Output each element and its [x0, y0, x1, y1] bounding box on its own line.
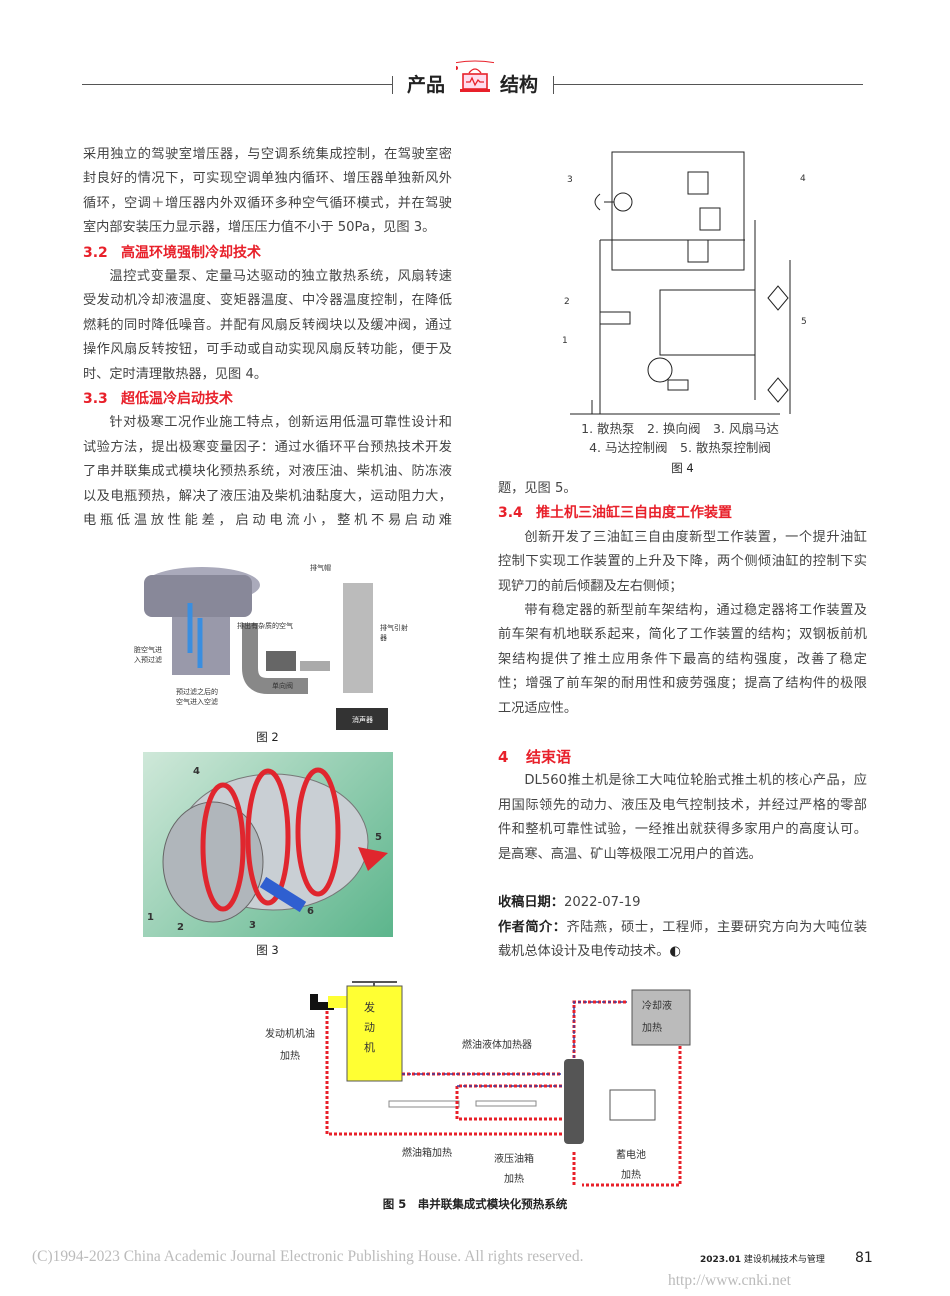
value: 齐陆燕，硕士，工程师，主要研究方向为大吨位装载机总体设计及电传动技术。 [498, 919, 868, 959]
callout-number: 1 [562, 336, 568, 346]
battery-heating-label: 蓄电池加热 [616, 1146, 646, 1186]
figure-2-caption: 图 2 [256, 730, 279, 744]
section-title: 超低温冷启动技术 [121, 391, 233, 408]
header-rule-right [553, 84, 863, 85]
figure-4-legend-line-2: 4. 马达控制阀 5. 散热泵控制阀 [589, 440, 771, 455]
section-title: 高温环境强制冷却技术 [121, 244, 261, 261]
left-column: 采用独立的驾驶室增压器，与空调系统集成控制，在驾驶室密封良好的情况下，可实现空调… [83, 143, 452, 534]
value: 2022-07-19 [563, 895, 641, 911]
label: 排气引射器 [380, 624, 408, 642]
label-line: 液压油箱 [494, 1154, 534, 1165]
figure-5-caption: 图 5 串并联集成式模块化预热系统 [382, 1197, 568, 1211]
paragraph: 采用独立的驾驶室增压器，与空调系统集成控制，在驾驶室密封良好的情况下，可实现空调… [83, 147, 452, 236]
section-number: 3.2 [83, 244, 108, 261]
label-line: 加热 [642, 1023, 662, 1034]
callout-number: 2 [177, 922, 184, 933]
callout-number: 4 [800, 174, 806, 184]
header-tick [553, 76, 554, 94]
label-line: 加热 [621, 1170, 641, 1181]
header-rule-left [82, 84, 392, 85]
figure-4-legend-line-1: 1. 散热泵 2. 换向阀 3. 风扇马达 [581, 421, 779, 436]
label: 排出有杂质的空气 [237, 622, 293, 630]
section-number: 4 [498, 748, 509, 767]
section-heading-3-4: 3.4 推土机三油缸三自由度工作装置 [498, 501, 867, 525]
label: 作者简介： [498, 919, 567, 935]
section-title: 结束语 [526, 748, 572, 767]
end-mark-icon: ◐ [669, 943, 681, 959]
label-char: 机 [364, 1041, 375, 1054]
label-char: 动 [364, 1021, 375, 1034]
figure-4-caption: 图 4 [671, 461, 694, 475]
journal-name: 建设机械技术与管理 [743, 1255, 825, 1265]
callout-number: 3 [567, 175, 573, 185]
section-heading-3-3: 3.3 超低温冷启动技术 [83, 387, 452, 411]
section-heading-3-2: 3.2 高温环境强制冷却技术 [83, 241, 452, 265]
label: 预过滤之后的空气进入空滤 [176, 688, 218, 706]
callout-number: 4 [193, 766, 200, 777]
paragraph: 温控式变量泵、定量马达驱动的独立散热系统，风扇转速受发动机冷却液温度、变矩器温度… [83, 269, 452, 382]
label-line: 加热 [280, 1051, 300, 1062]
paragraph: 带有稳定器的新型前车架结构，通过稳定器将工作装置及前车架有机地联系起来，简化了工… [498, 603, 867, 716]
copyright-watermark: (C)1994-2023 China Academic Journal Elec… [32, 1248, 584, 1265]
label: 消声器 [352, 716, 373, 724]
section-number: 3.3 [83, 391, 108, 408]
label-char: 发 [364, 1001, 375, 1014]
callout-number: 3 [249, 920, 256, 931]
right-column: 题，见图 5。 3.4 推土机三油缸三自由度工作装置 创新开发了三油缸三自由度新型… [498, 477, 867, 964]
laptop-chart-icon [435, 60, 515, 100]
figure-4-hydraulic-schematic: 3 4 2 1 5 [560, 150, 807, 415]
label-line: 冷却液 [642, 1001, 672, 1012]
engine-label: 发动机 [364, 998, 376, 1058]
figure-3-pressurizer: 4 5 1 2 3 6 [143, 752, 393, 937]
section-number: 3.4 [498, 505, 523, 522]
label-line: 发动机机油 [265, 1029, 315, 1040]
paragraph: 针对极寒工况作业施工特点，创新运用低温可靠性设计和试验方法，提出极寒变量因子：通… [83, 415, 452, 529]
fuel-heater-label: 燃油液体加热器 [462, 1040, 532, 1051]
issue: 2023.01 建设机械技术与管理 [700, 1252, 825, 1265]
author-bio: 作者简介：齐陆燕，硕士，工程师，主要研究方向为大吨位装载机总体设计及电传动技术。… [498, 916, 867, 965]
label: 单向阀 [272, 682, 293, 690]
fuel-tank-heating-label: 燃油箱加热 [402, 1148, 452, 1159]
paragraph: DL560推土机是徐工大吨位轮胎式推土机的核心产品，应用国际领先的动力、液压及电… [498, 773, 867, 862]
callout-number: 2 [564, 297, 570, 307]
section-heading-4: 4 结束语 [498, 745, 867, 769]
callout-number: 6 [307, 906, 314, 917]
callout-number: 5 [375, 832, 382, 843]
coolant-heating-label: 冷却液加热 [642, 996, 672, 1040]
header-section-right: 结构 [500, 74, 539, 96]
figure-3-caption: 图 3 [256, 943, 279, 957]
label-line: 加热 [504, 1174, 524, 1185]
label: 脏空气进入预过滤 [134, 646, 162, 664]
label: 收稿日期： [498, 895, 564, 911]
issue-number: 2023.01 [700, 1255, 741, 1265]
callout-number: 5 [801, 317, 807, 327]
hydraulic-tank-heating-label: 液压油箱加热 [494, 1150, 534, 1190]
paragraph: 题，见图 5。 [498, 481, 577, 496]
label: 排气帽 [310, 564, 331, 572]
url-watermark: http://www.cnki.net [668, 1272, 791, 1289]
page-number: 81 [855, 1250, 873, 1266]
figure-5-preheat-system: 发动机 冷却液加热 发动机机油加热 燃油液体加热器 燃油箱加热 液压油箱加热 蓄… [262, 980, 702, 1192]
engine-oil-heating-label: 发动机机油加热 [265, 1024, 315, 1068]
section-title: 推土机三油缸三自由度工作装置 [536, 505, 732, 522]
callout-number: 1 [147, 912, 154, 923]
label-line: 蓄电池 [616, 1150, 646, 1161]
figure-2-air-prefilter: 排气帽 排出有杂质的空气 排气引射器 脏空气进入预过滤 单向阀 预过滤之后的空气… [134, 563, 420, 731]
paragraph: 创新开发了三油缸三自由度新型工作装置，一个提升油缸控制下实现工作装置的上升及下降… [498, 529, 867, 594]
header-tick [392, 76, 393, 94]
header-section-left: 产品 [407, 74, 446, 96]
received-date: 收稿日期：2022-07-19 [498, 891, 867, 915]
